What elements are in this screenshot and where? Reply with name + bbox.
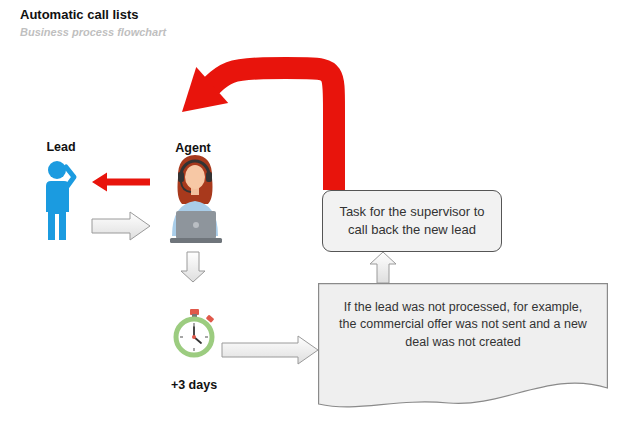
agent-illustration — [170, 155, 222, 243]
node-label: +3 days — [171, 378, 217, 392]
block-arrow — [92, 212, 150, 240]
node-label: Lead — [46, 140, 75, 154]
curved-arrow-shaft — [210, 68, 334, 190]
agent-node: Agent — [150, 112, 236, 252]
subtitle: Business process flowchart — [20, 26, 166, 38]
red-arrow — [182, 67, 334, 190]
stopwatch-icon — [176, 309, 214, 355]
arrow-shape — [92, 212, 150, 240]
node-label: Agent — [175, 141, 210, 155]
block-arrow — [181, 252, 205, 282]
arrow-shape — [370, 252, 396, 283]
timer-node: +3 days — [166, 282, 222, 392]
lead-node: Lead — [30, 138, 92, 248]
arrow-shape — [222, 336, 318, 364]
arrow-shape — [92, 173, 150, 192]
lead-person-icon — [46, 161, 74, 240]
node-text: Task for the supervisor to call back the… — [329, 203, 495, 238]
arrow-head — [182, 67, 228, 112]
document-note: If the lead was not processed, for examp… — [318, 283, 608, 416]
diagram-title: Automatic call lists — [20, 7, 138, 22]
process-box: Task for the supervisor to call back the… — [322, 190, 502, 252]
block-arrow — [370, 252, 396, 283]
block-arrow — [222, 336, 318, 364]
arrow-shape — [181, 252, 205, 282]
red-arrow — [92, 173, 150, 192]
node-text: If the lead was not processed, for examp… — [334, 299, 592, 351]
